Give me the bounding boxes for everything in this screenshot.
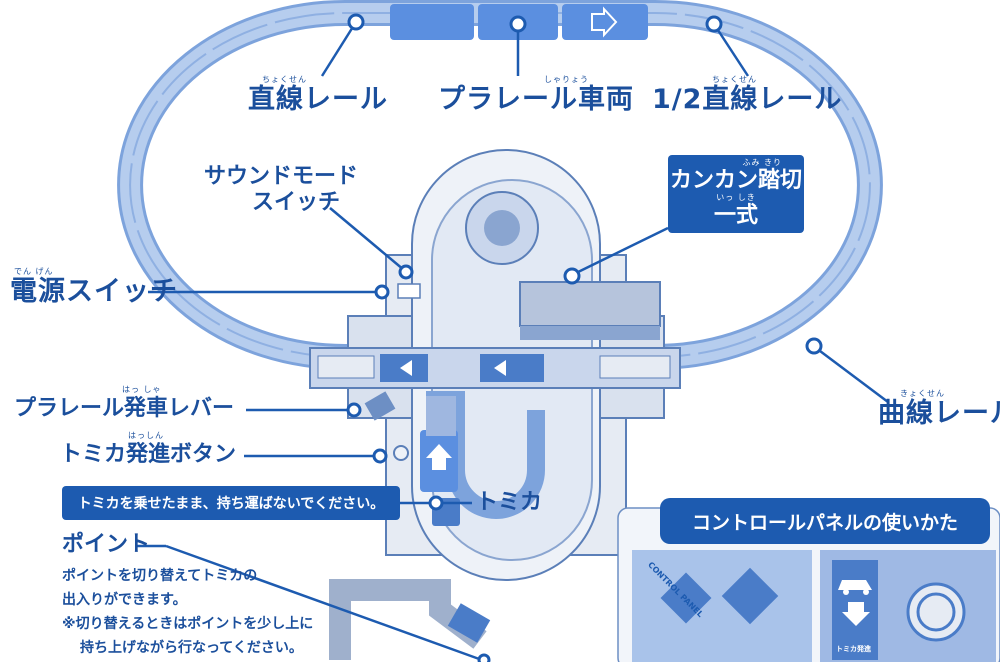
arrow-up-icon <box>426 444 452 470</box>
half-straight-rail-label: 1/2直線レール <box>652 84 843 115</box>
start-lever-ruby: はっ しゃ <box>122 385 162 394</box>
crossing-track <box>309 347 681 389</box>
leader-lines <box>136 13 889 662</box>
point-description-3: ※切り替えるときはポイントを少し上に <box>62 616 314 632</box>
control-panel-title: コントロールパネルの使いかた <box>660 498 990 544</box>
power-switch-label: 電源スイッチ <box>10 276 178 307</box>
curve-rail-label: 曲線レール <box>878 398 1000 429</box>
crossing-label-line1: カンカン踏切 <box>669 167 802 193</box>
tomica-label: トミカ <box>476 490 543 515</box>
tomica-button-label: トミカ発進ボタン <box>60 442 237 467</box>
start-lever <box>364 391 396 421</box>
half-straight-rail-ruby: ちょくせん <box>712 75 757 84</box>
curve-rail-ruby: きょくせん <box>900 389 945 398</box>
straight-rail-label: 直線レール <box>248 84 388 115</box>
point-description-2: 出入りができます。 <box>62 592 187 608</box>
point-label: ポイント <box>62 532 151 557</box>
power-switch <box>397 283 421 299</box>
plarail-car-label: プラレール車両 <box>438 84 634 115</box>
tomica-start-button <box>393 445 409 461</box>
sound-mode-switch-label-line2: スイッチ <box>252 190 341 215</box>
point-description-1: ポイントを切り替えてトミカの <box>62 568 258 584</box>
car-icon <box>838 580 872 595</box>
station-body <box>329 149 665 660</box>
crossing-set-callout: ふみ きり カンカン踏切 いっ しき 一式 <box>668 155 804 233</box>
crossing-ruby-2: いっ しき <box>716 193 756 202</box>
arrow-left-icon <box>400 360 506 376</box>
start-lever-label: プラレール発車レバー <box>14 396 235 421</box>
tomica-button-ruby: はっしん <box>128 431 164 440</box>
tomica-start-panel-label: トミカ発進 <box>836 645 871 653</box>
warning-banner: トミカを乗せたまま、持ち運ばないでください。 <box>62 486 400 520</box>
point-description-4: 持ち上げながら行なってください。 <box>80 640 303 656</box>
plarail-car-ruby: しゃりょう <box>544 75 589 84</box>
sound-mode-switch-label-line1: サウンドモード <box>204 164 359 189</box>
power-switch-ruby: でん げん <box>14 267 54 276</box>
crossing-label-line2: 一式 <box>713 203 758 228</box>
arrow-right-icon <box>591 6 618 38</box>
down-arrow-icon <box>842 602 870 626</box>
straight-rail-ruby: ちょくせん <box>262 75 307 84</box>
crossing-ruby: ふみ きり <box>742 157 782 167</box>
